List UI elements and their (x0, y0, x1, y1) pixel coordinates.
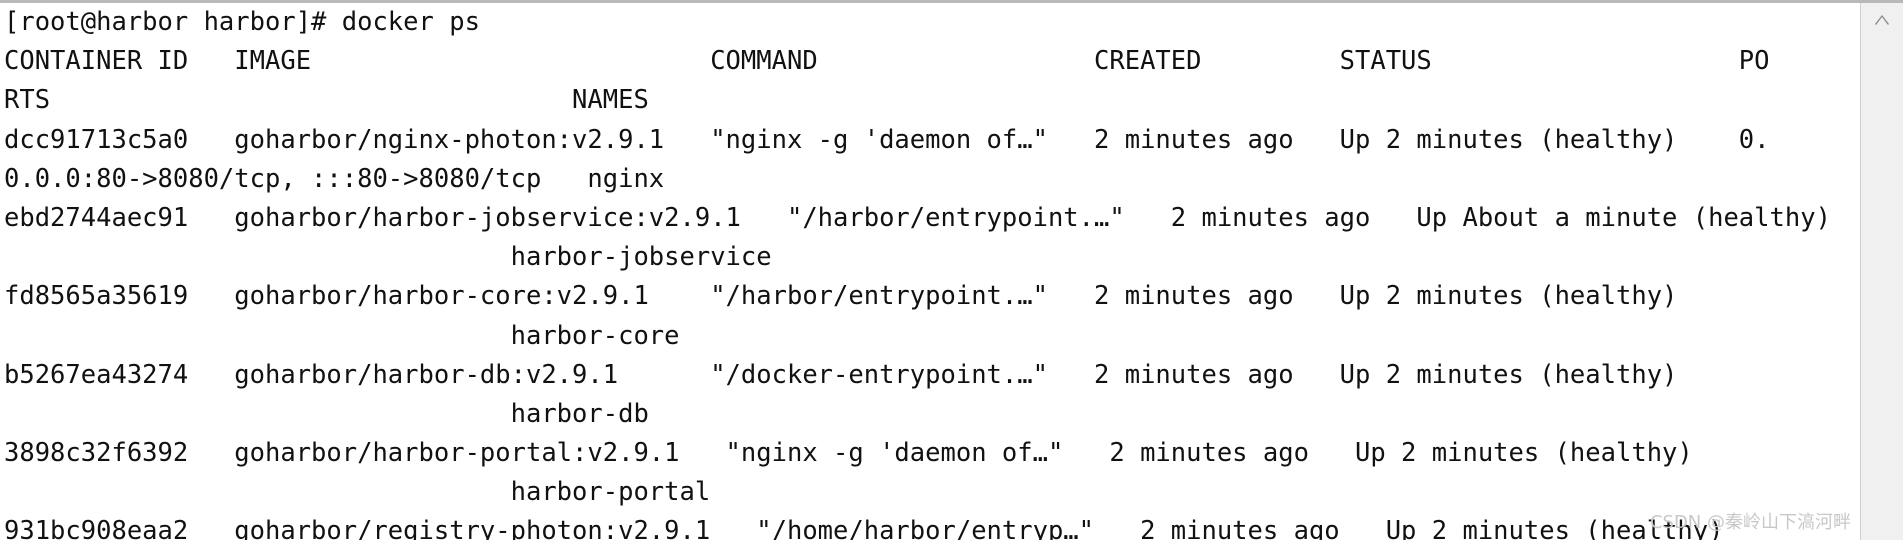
window-top-edge (0, 0, 1903, 3)
terminal-line: harbor-db (4, 398, 649, 429)
terminal-output-area[interactable]: [root@harbor harbor]# docker ps CONTAINER… (0, 3, 1860, 540)
terminal-line: 3898c32f6392 goharbor/harbor-portal:v2.9… (4, 438, 1693, 469)
terminal-line: harbor-portal (4, 477, 711, 508)
terminal-line: fd8565a35619 goharbor/harbor-core:v2.9.1… (4, 281, 1678, 312)
terminal-line: ebd2744aec91 goharbor/harbor-jobservice:… (4, 202, 1831, 233)
terminal-line: 931bc908eaa2 goharbor/registry-photon:v2… (4, 516, 1724, 540)
terminal-line: 0.0.0:80->8080/tcp, :::80->8080/tcp ngin… (4, 163, 665, 194)
terminal-line: RTS NAMES (4, 85, 649, 116)
terminal-line: [root@harbor harbor]# docker ps (4, 7, 480, 37)
vertical-scrollbar[interactable] (1860, 3, 1903, 540)
scroll-up-arrow-icon[interactable] (1861, 3, 1903, 37)
terminal-line: CONTAINER ID IMAGE COMMAND CREATED STATU… (4, 46, 1770, 77)
terminal-line: harbor-jobservice (4, 242, 772, 273)
csdn-watermark: CSDN @秦岭山下滈河畔 (1649, 512, 1851, 533)
terminal-line: harbor-core (4, 320, 680, 351)
terminal-line: b5267ea43274 goharbor/harbor-db:v2.9.1 "… (4, 359, 1678, 390)
terminal-line: dcc91713c5a0 goharbor/nginx-photon:v2.9.… (4, 124, 1770, 155)
